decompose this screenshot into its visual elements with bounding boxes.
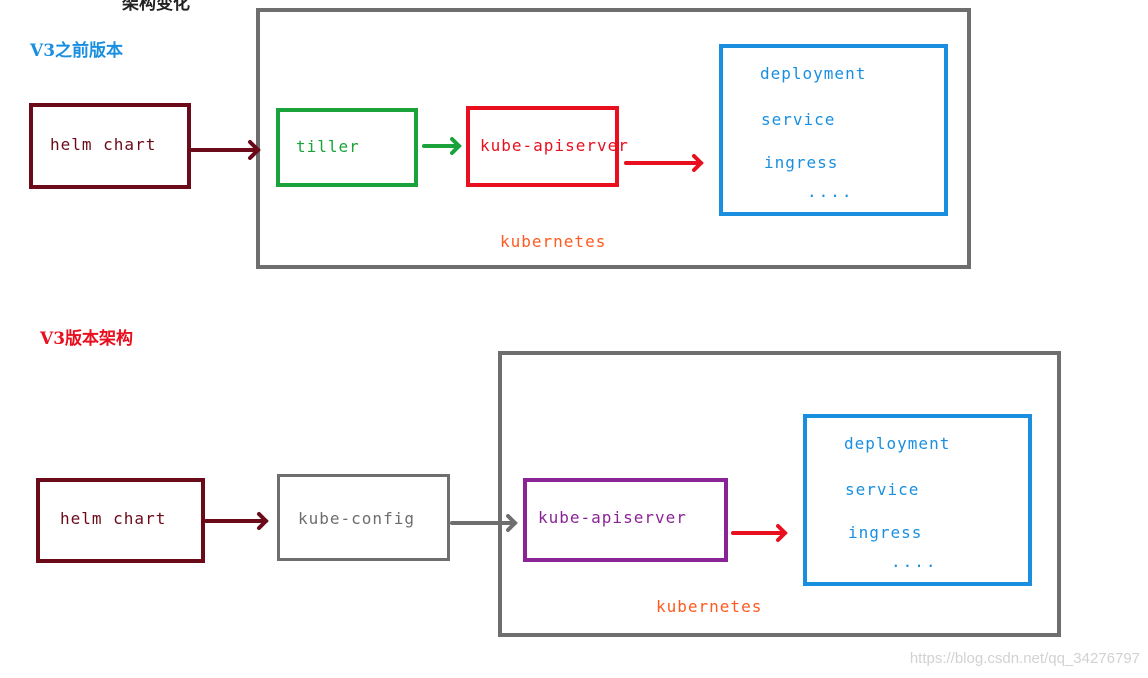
v2-tiller-box: tiller [276, 108, 418, 187]
v3-heading: V3版本架构 [40, 329, 134, 349]
v3-arrow-helm-to-kubeconfig [204, 512, 269, 530]
top-cut-heading: 架构变化 [122, 0, 190, 14]
v2-resource-ingress: ingress [764, 153, 839, 172]
v2-kubernetes-cluster [256, 8, 971, 269]
v2-apiserver-label: kube-apiserver [480, 136, 629, 155]
v2-resource-deployment: deployment [760, 64, 867, 83]
v2-arrow-apiserver-to-resources [624, 154, 704, 172]
v3-apiserver-box: kube-apiserver [523, 478, 728, 562]
v3-resource-more: .... [891, 552, 938, 571]
v2-helm-chart-box: helm chart [29, 103, 191, 189]
v3-helm-chart-label: helm chart [60, 509, 167, 528]
v3-kubernetes-cluster [498, 351, 1061, 637]
v3-apiserver-label: kube-apiserver [538, 508, 687, 527]
v2-resource-more: .... [807, 182, 854, 201]
v3-arrow-kubeconfig-to-apiserver [450, 514, 518, 532]
v2-apiserver-box [466, 106, 619, 187]
v3-resource-deployment: deployment [844, 434, 951, 453]
v3-kube-config-box: kube-config [277, 474, 450, 561]
v2-heading: V3之前版本 [30, 41, 124, 61]
v2-arrow-helm-to-tiller [190, 140, 261, 160]
v3-arrow-apiserver-to-resources [731, 524, 788, 542]
v2-resource-service: service [761, 110, 836, 129]
v2-kubernetes-label: kubernetes [500, 232, 607, 251]
v3-resource-service: service [845, 480, 920, 499]
v2-resources-box [719, 44, 948, 216]
v2-tiller-label: tiller [296, 137, 360, 156]
watermark-url: https://blog.csdn.net/qq_34276797 [909, 650, 1140, 667]
v3-helm-chart-box: helm chart [36, 478, 205, 563]
v2-helm-chart-label: helm chart [50, 135, 157, 154]
v3-resource-ingress: ingress [848, 523, 923, 542]
v3-kubernetes-label: kubernetes [656, 597, 763, 616]
v3-kube-config-label: kube-config [298, 509, 415, 528]
v2-arrow-tiller-to-apiserver [422, 137, 462, 155]
v3-resources-box [803, 414, 1032, 586]
